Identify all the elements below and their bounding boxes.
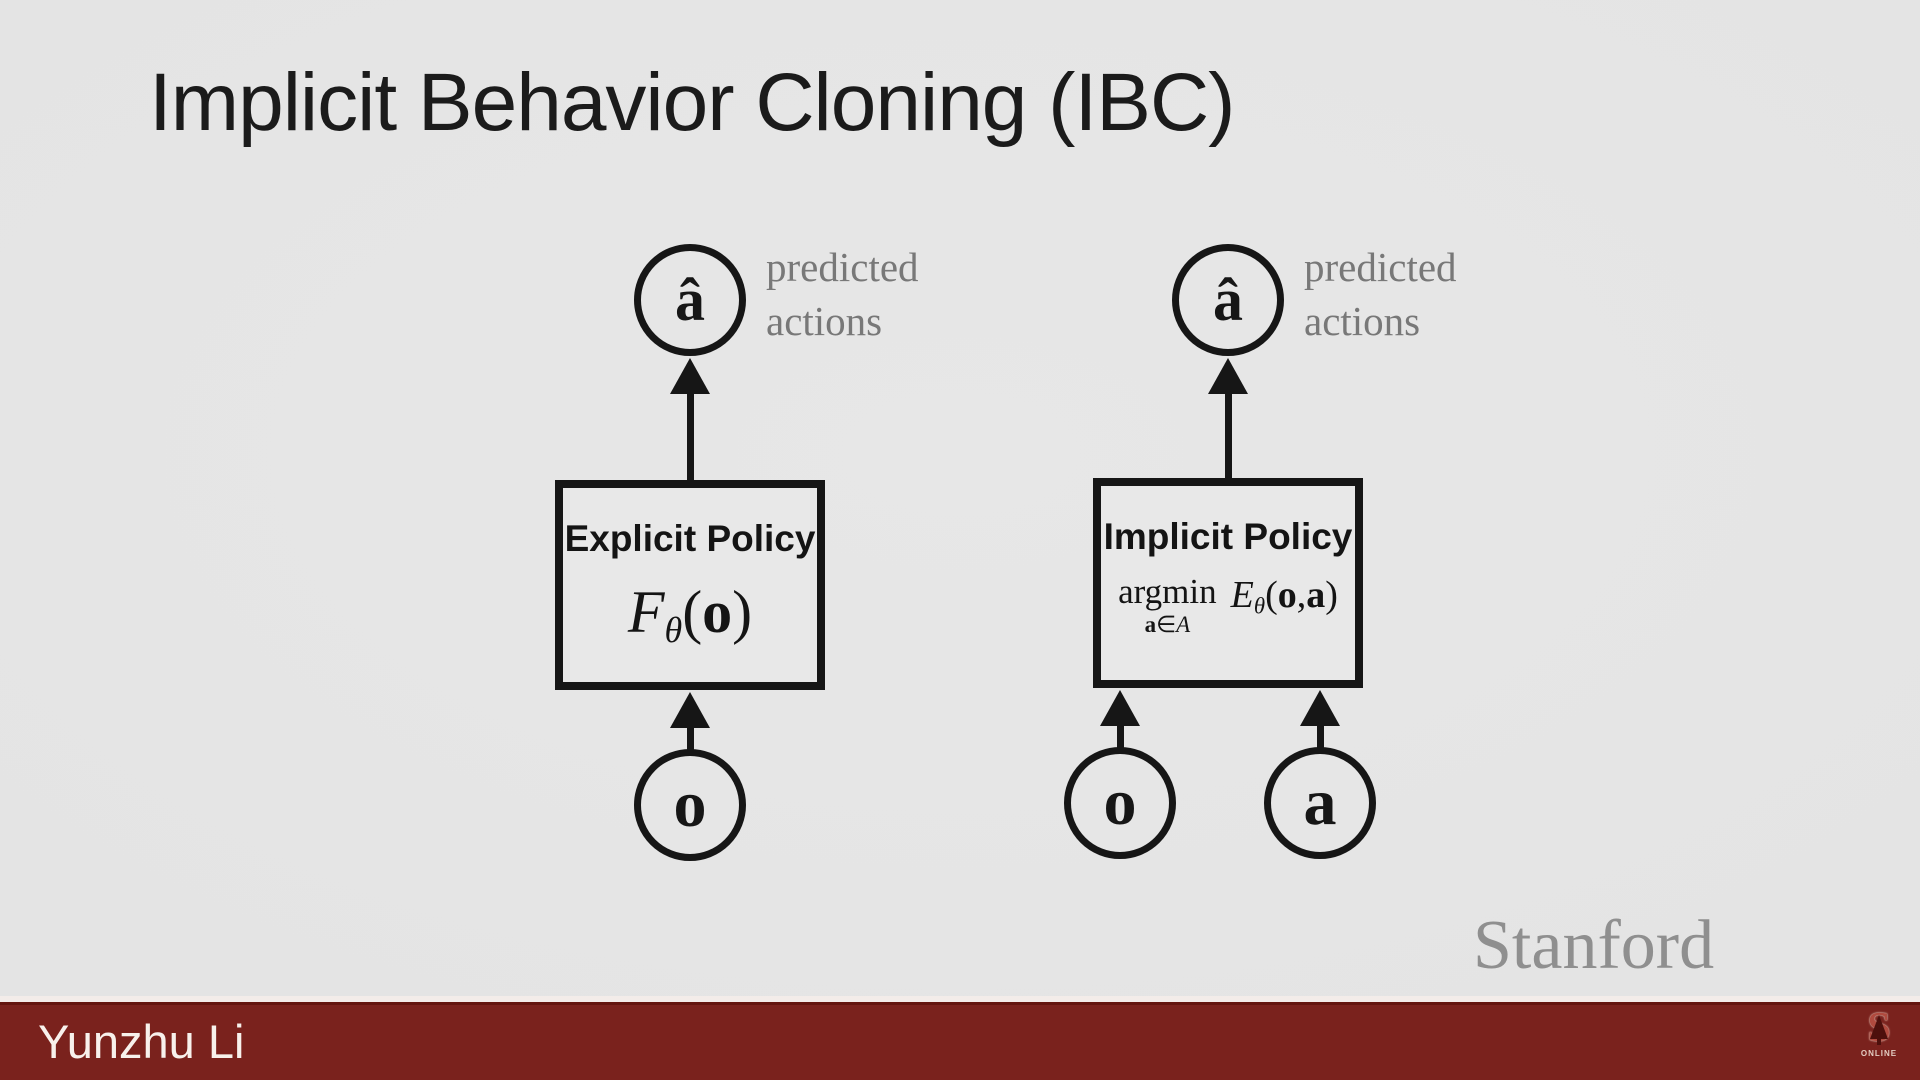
explicit-predicted-actions-label: predicted actions	[766, 240, 919, 348]
implicit-policy-formula: argmin a∈A Eθ(o,a)	[1101, 574, 1355, 636]
implicit-predicted-actions-label: predicted actions	[1304, 240, 1457, 348]
node-letter-a-hat: â	[1213, 267, 1243, 333]
implicit-policy-title: Implicit Policy	[1103, 516, 1353, 557]
arrow-stem	[1225, 390, 1232, 479]
formula-arg-a: a	[1306, 574, 1326, 616]
node-letter-a: a	[1303, 766, 1337, 839]
formula-open-paren: (	[1265, 574, 1278, 616]
formula-close-paren: )	[1325, 574, 1338, 616]
formula-theta-subscript: θ	[664, 610, 683, 651]
node-letter-a-hat: â	[675, 267, 705, 333]
formula-theta-subscript: θ	[1253, 593, 1266, 619]
arrow-up-icon	[1208, 358, 1248, 394]
element-of-symbol: ∈	[1156, 612, 1177, 637]
formula-arg-o: o	[702, 579, 733, 645]
explicit-policy-box: Explicit Policy Fθ(o)	[555, 480, 825, 690]
label-line-1: predicted	[1304, 244, 1457, 290]
action-set-A: A	[1176, 612, 1191, 637]
formula-open-paren: (	[682, 579, 703, 645]
stanford-online-logo: S ONLINE	[1853, 1007, 1905, 1058]
arrow-stem	[1117, 722, 1124, 748]
slide-title: Implicit Behavior Cloning (IBC)	[149, 57, 1235, 148]
node-letter-o: o	[1103, 766, 1137, 839]
explicit-policy-title: Explicit Policy	[564, 518, 816, 559]
argmin-text: argmin	[1118, 572, 1217, 611]
slide-bottom-edge	[0, 996, 1920, 1002]
tree-trunk-icon	[1877, 1038, 1881, 1045]
implicit-predicted-action-node: â	[1172, 244, 1284, 356]
explicit-policy-formula: Fθ(o)	[563, 578, 817, 651]
label-line-2: actions	[766, 298, 883, 345]
online-label: ONLINE	[1860, 1049, 1898, 1058]
footer-bar	[0, 1002, 1920, 1080]
tree-icon	[1870, 1015, 1888, 1039]
node-letter-o: o	[673, 768, 707, 841]
argmin-subscript: a∈A	[1145, 613, 1191, 636]
arrow-stem	[1317, 722, 1324, 748]
implicit-observation-node: o	[1064, 747, 1176, 859]
sub-var-a: a	[1144, 612, 1157, 637]
formula-E: E	[1230, 574, 1254, 616]
explicit-observation-node: o	[634, 749, 746, 861]
argmin-operator: argmin a∈A	[1118, 574, 1217, 636]
arrow-up-icon	[1300, 690, 1340, 726]
arrow-stem	[687, 390, 694, 482]
formula-arg-o: o	[1277, 574, 1297, 616]
formula-F: F	[627, 579, 665, 645]
label-line-1: predicted	[766, 244, 919, 290]
stanford-wordmark: Stanford	[1473, 907, 1715, 984]
implicit-action-node: a	[1264, 747, 1376, 859]
arrow-up-icon	[670, 692, 710, 728]
arrow-up-icon	[1100, 690, 1140, 726]
implicit-policy-box: Implicit Policy argmin a∈A Eθ(o,a)	[1093, 478, 1363, 688]
arrow-stem	[687, 724, 694, 750]
presenter-name: Yunzhu Li	[38, 1015, 245, 1068]
label-line-2: actions	[1304, 298, 1421, 345]
energy-function: Eθ(o,a)	[1230, 574, 1338, 617]
explicit-predicted-action-node: â	[634, 244, 746, 356]
formula-comma: ,	[1296, 574, 1307, 616]
arrow-up-icon	[670, 358, 710, 394]
formula-close-paren: )	[732, 579, 753, 645]
